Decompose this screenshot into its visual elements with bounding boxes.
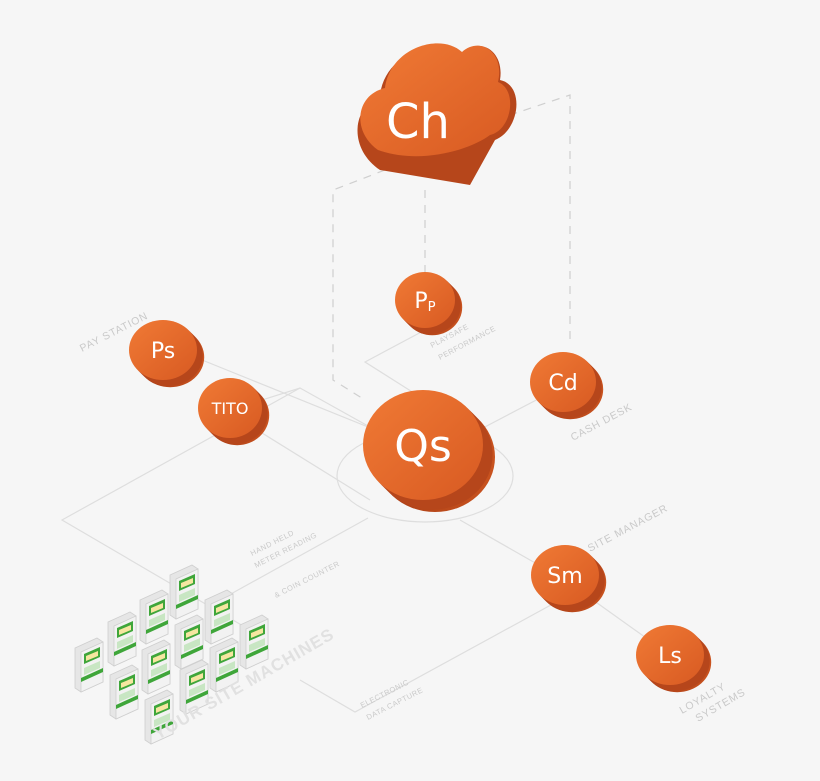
cloud-top [360,43,511,157]
slot-machine [141,639,171,695]
slot-machine [74,637,104,693]
label-site-manager: SITE MANAGER [586,502,670,554]
site-machines [74,564,269,745]
slot-machine [169,564,199,620]
cd-disk-top [530,352,596,412]
pp-node[interactable]: PP [395,272,463,336]
ps-node[interactable]: Ps [129,320,205,388]
cd-label: Cd [548,371,577,396]
dashed-links [332,94,571,401]
tito-label: TITO [211,399,249,418]
slot-machine [204,589,234,645]
slot-machine [139,589,169,645]
qs-label: Qs [394,421,452,472]
dashed-ch-left [332,169,386,401]
ls-label: Ls [658,644,682,669]
ch-label: Ch [386,94,450,150]
tito-disk-top [198,378,262,438]
line-edc [299,599,561,713]
pp-label-sub: P [428,300,436,315]
ps-label: Ps [151,339,175,364]
sm-label: Sm [547,564,582,589]
qs-disk-top [363,390,483,500]
ch-cloud-node[interactable]: Ch [357,43,517,185]
slot-machine [107,611,137,667]
slot-machine [209,637,239,693]
sm-node[interactable]: Sm [531,545,607,613]
dashed-ch-right [494,94,571,340]
cd-node[interactable]: Cd [530,352,604,420]
ls-node[interactable]: Ls [636,625,712,693]
slot-machine [174,614,204,670]
slot-machine [109,664,139,720]
ls-disk-top [636,625,704,685]
ps-disk-top [129,320,197,380]
slot-machine [144,689,174,745]
slot-machine [239,614,269,670]
pp-disk-top [395,272,455,328]
slot-machine [179,659,209,715]
line-coin [219,517,369,601]
sm-disk-top [531,545,599,605]
qs-node[interactable]: Qs [363,390,495,512]
tito-node[interactable]: TITO [198,378,270,446]
line-pp-qs [363,329,426,401]
